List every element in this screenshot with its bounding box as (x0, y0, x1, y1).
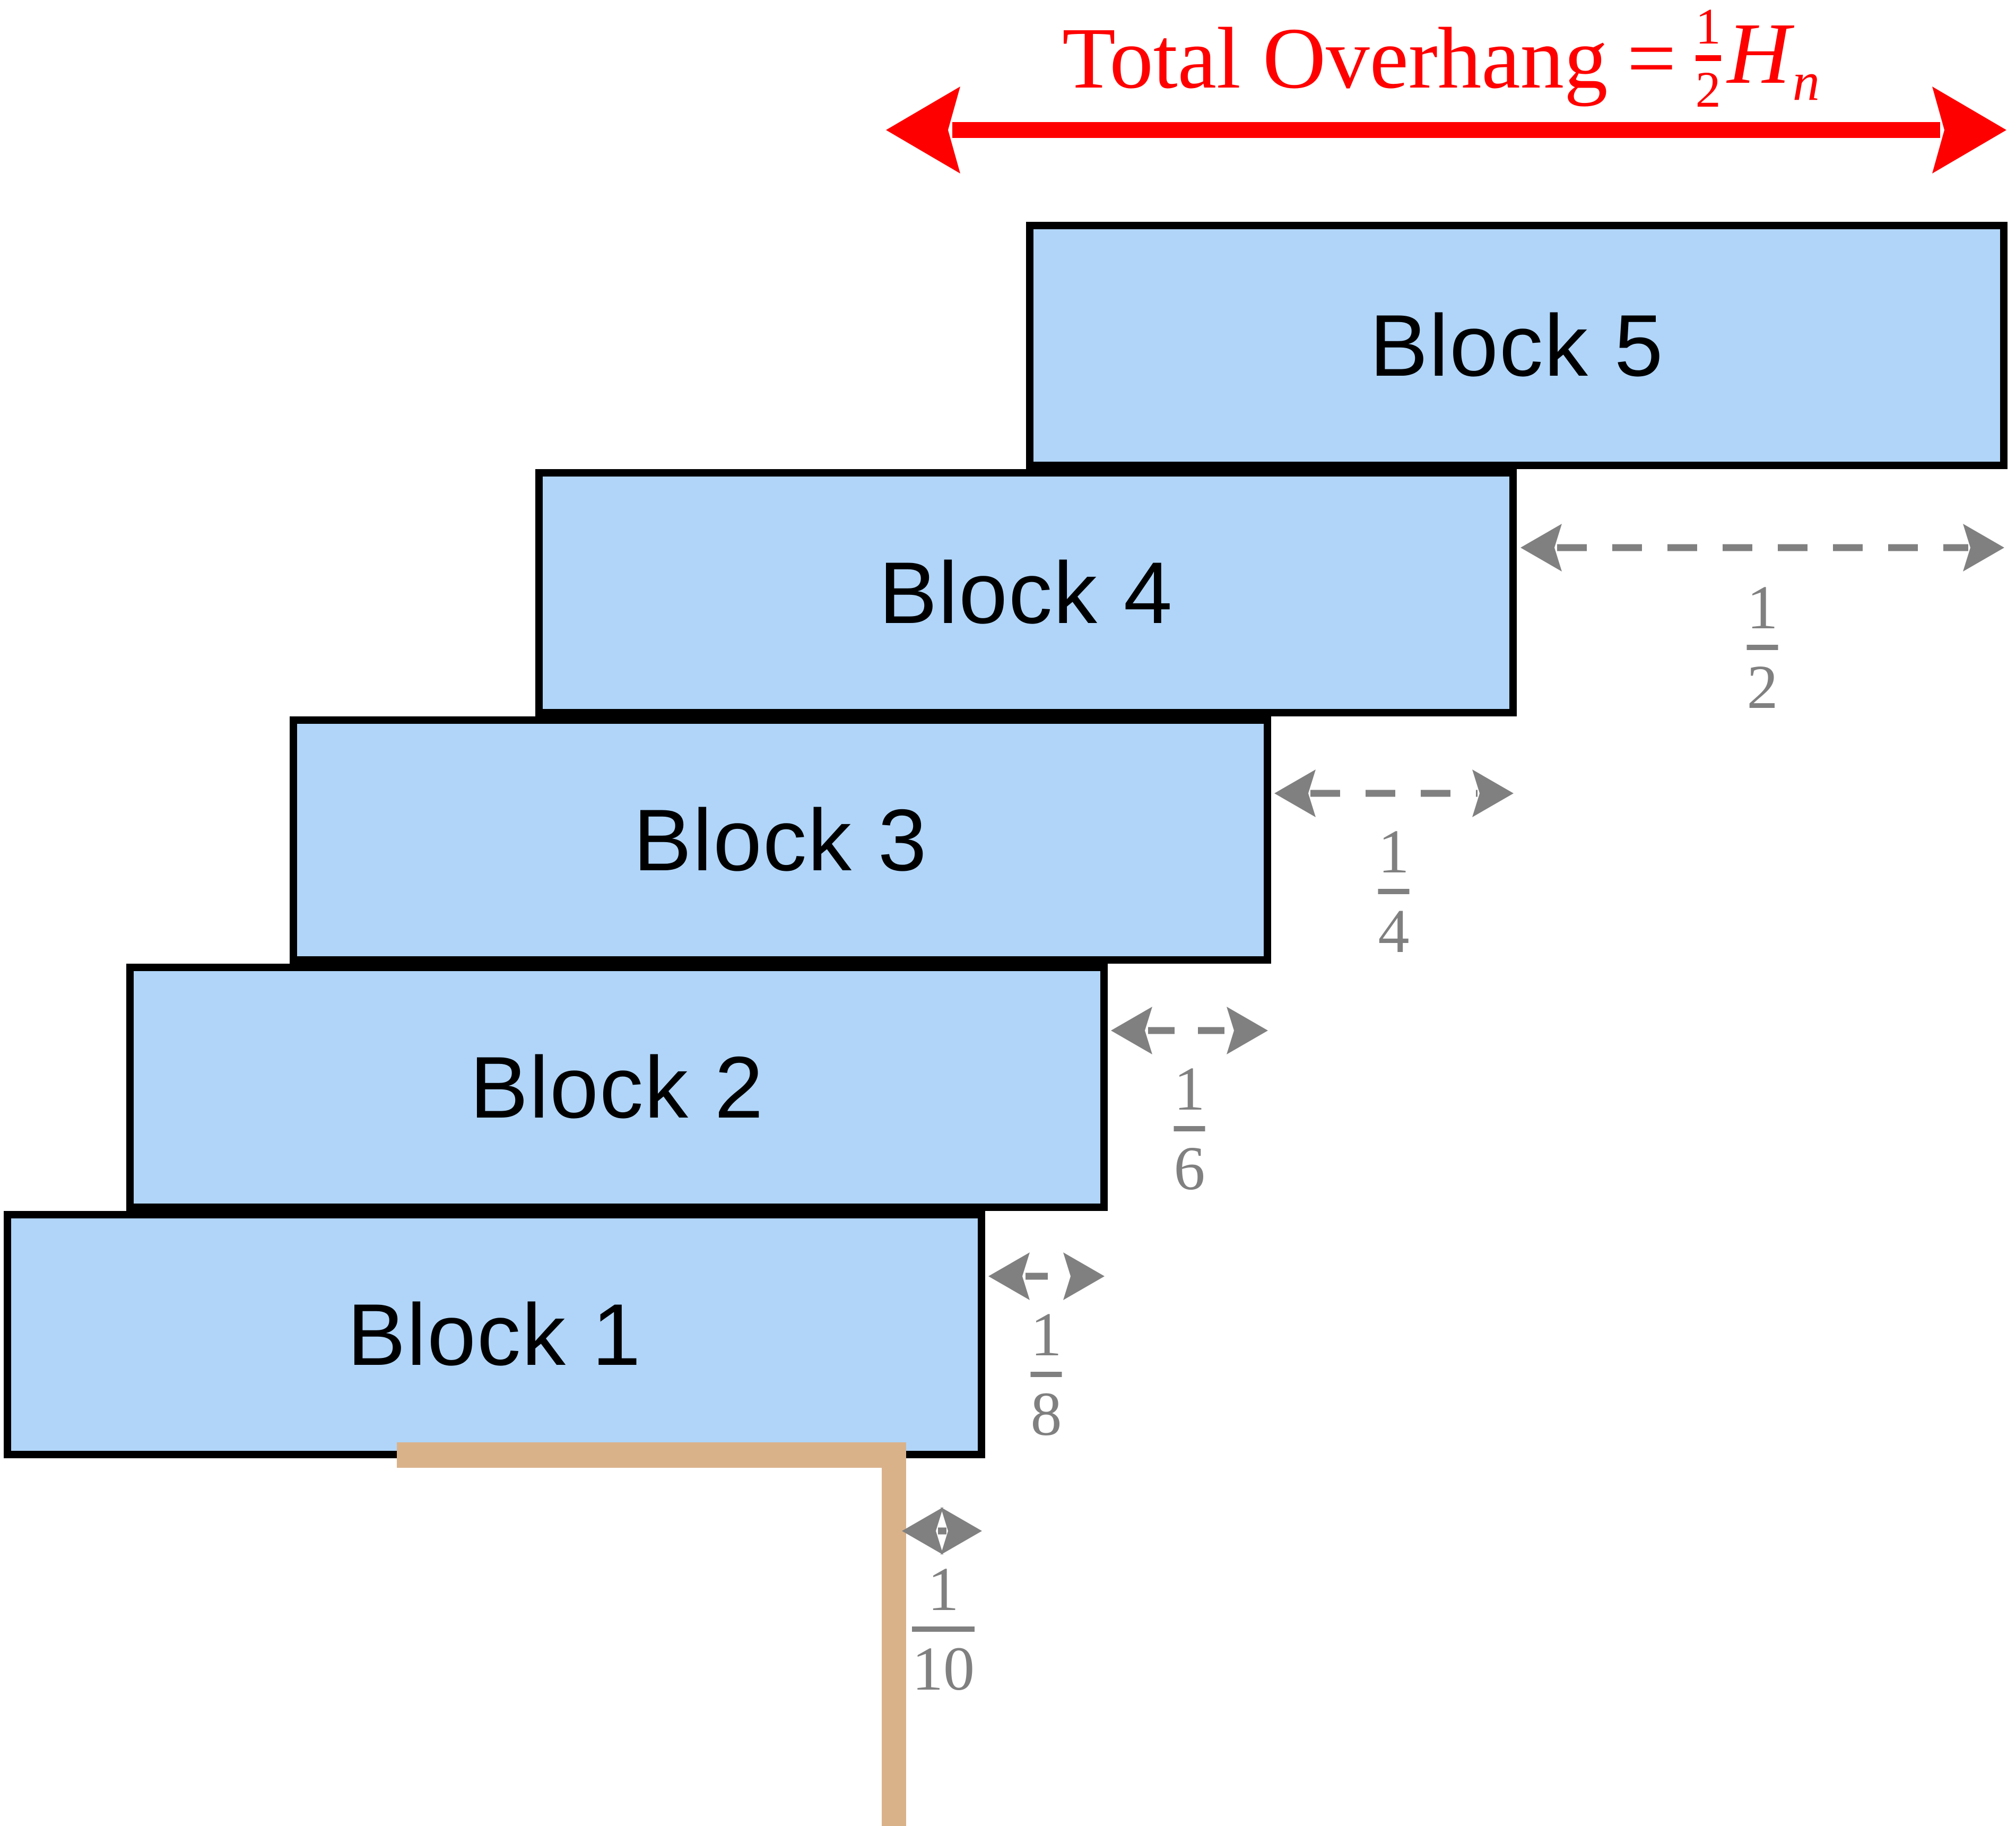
harmonic-number-symbol: Hn (1727, 3, 1820, 114)
overhang-arrow-quarter-head-left (1274, 769, 1316, 817)
overhang-arrow-tenth-head-left (902, 1507, 943, 1555)
block-5: Block 5 (1026, 222, 2008, 469)
overhang-label-tenth: 1 10 (912, 1557, 975, 1701)
overhang-label-half-numerator: 1 (1746, 573, 1778, 642)
overhang-label-eighth-denominator: 8 (1030, 1379, 1062, 1449)
variable-H: H (1727, 4, 1791, 102)
overhang-label-tenth-denominator: 10 (912, 1634, 975, 1704)
overhang-arrow-sixth-head-left (1111, 1007, 1152, 1054)
overhang-label-half: 1 2 (1746, 573, 1778, 722)
overhang-arrow-half-head-left (1520, 524, 1562, 572)
overhang-label-quarter: 1 4 (1378, 817, 1410, 966)
block-4-label: Block 4 (879, 543, 1174, 642)
overhang-label-tenth-numerator: 1 (927, 1554, 959, 1624)
total-overhang-title: Total Overhang = 1 2 Hn (1062, 1, 1820, 115)
overhang-arrow-half (1520, 524, 2004, 572)
table-edge-top (397, 1442, 906, 1468)
overhang-label-quarter-denominator: 4 (1378, 896, 1410, 966)
overhang-arrow-sixth-head-right (1227, 1007, 1268, 1054)
overhang-label-eighth-numerator: 1 (1030, 1300, 1062, 1369)
table-edge-side (882, 1455, 906, 1826)
total-overhang-arrowhead-right (1932, 86, 2006, 174)
overhang-label-sixth-numerator: 1 (1174, 1054, 1205, 1123)
overhang-arrow-eighth-head-left (988, 1252, 1030, 1300)
overhang-arrow-quarter (1274, 769, 1514, 817)
overhang-label-half-denominator: 2 (1746, 652, 1778, 722)
overhang-label-sixth-bar (1174, 1126, 1205, 1132)
block-1: Block 1 (4, 1211, 985, 1458)
overhang-arrow-tenth-head-right (941, 1507, 982, 1555)
title-fraction-denominator: 2 (1695, 61, 1721, 118)
title-fraction: 1 2 (1695, 0, 1721, 118)
block-2-label: Block 2 (470, 1038, 764, 1136)
total-overhang-arrowhead-left (886, 86, 960, 174)
equals-sign: = (1627, 9, 1676, 107)
title-fraction-numerator: 1 (1695, 0, 1721, 55)
overhang-label-tenth-bar (912, 1626, 975, 1632)
subscript-n: n (1792, 52, 1820, 112)
overhang-arrow-eighth (988, 1252, 1105, 1300)
overhang-label-half-bar (1746, 645, 1778, 651)
overhang-label-quarter-numerator: 1 (1378, 817, 1410, 886)
block-1-label: Block 1 (347, 1285, 642, 1383)
block-3: Block 3 (290, 716, 1271, 964)
overhang-label-quarter-bar (1378, 889, 1410, 895)
overhang-label-sixth-denominator: 6 (1174, 1133, 1205, 1204)
overhang-label-eighth-bar (1030, 1372, 1062, 1378)
overhang-arrow-quarter-head-right (1472, 769, 1514, 817)
overhang-arrow-half-head-right (1963, 524, 2004, 572)
title-fraction-bar (1695, 55, 1721, 61)
overhang-arrow-sixth (1111, 1007, 1268, 1054)
block-3-label: Block 3 (633, 791, 928, 889)
overhang-arrow-tenth (902, 1507, 982, 1555)
overhang-arrow-eighth-head-right (1063, 1252, 1105, 1300)
block-5-label: Block 5 (1369, 296, 1664, 394)
overhang-label-sixth: 1 6 (1174, 1057, 1205, 1201)
title-text: Total Overhang (1062, 9, 1608, 107)
block-2: Block 2 (126, 964, 1108, 1211)
overhang-label-eighth: 1 8 (1030, 1300, 1062, 1449)
block-4: Block 4 (535, 469, 1517, 716)
